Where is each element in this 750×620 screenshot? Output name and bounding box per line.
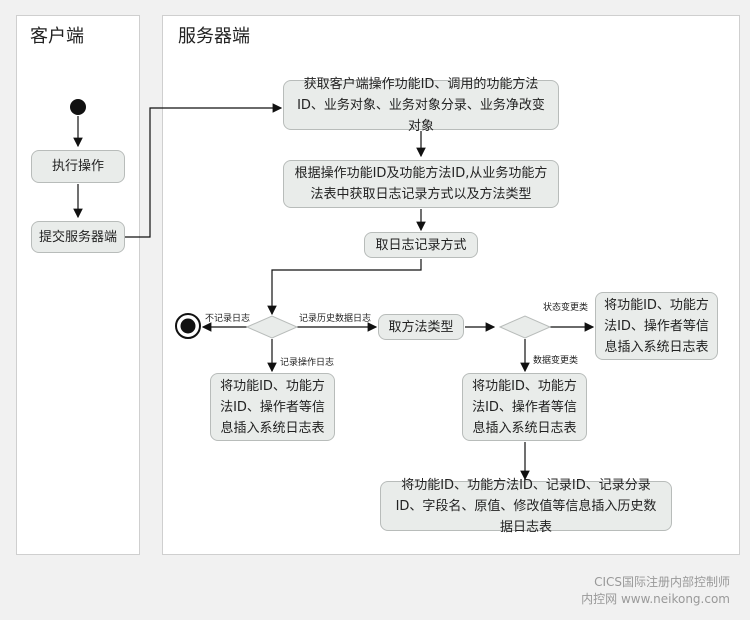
decision-method-type: [498, 315, 552, 339]
execute-node: 执行操作: [31, 150, 125, 183]
edge-label-data-change: 数据变更类: [533, 356, 579, 366]
edge-label-history-log: 记录历史数据日志: [299, 314, 372, 324]
start-node: [70, 99, 86, 115]
get-ids-node: 获取客户端操作功能ID、调用的功能方法ID、业务对象、业务对象分录、业务净改变对…: [283, 77, 559, 134]
server-lane-title: 服务器端: [178, 26, 250, 47]
get-log-mode-node: 根据操作功能ID及功能方法ID,从业务功能方法表中获取日志记录方式以及方法类型: [283, 160, 559, 208]
edge-label-no-log: 不记录日志: [205, 314, 251, 324]
watermark-line1: CICS国际注册内部控制师: [594, 575, 730, 589]
edge-label-op-log: 记录操作日志: [280, 358, 335, 368]
decision-log-mode: [245, 315, 299, 339]
client-lane-title: 客户端: [30, 26, 84, 47]
insert-sys-log-state-node: 将功能ID、功能方法ID、操作者等信息插入系统日志表: [595, 292, 718, 360]
take-log-mode-node: 取日志记录方式: [364, 232, 478, 258]
submit-node: 提交服务器端: [31, 221, 125, 253]
watermark-line2: 内控网 www.neikong.com: [581, 592, 730, 606]
take-method-type-node: 取方法类型: [378, 314, 464, 340]
watermark: CICS国际注册内部控制师 内控网 www.neikong.com: [581, 574, 730, 608]
insert-sys-log-data-node: 将功能ID、功能方法ID、操作者等信息插入系统日志表: [462, 373, 587, 441]
insert-sys-log-op-node: 将功能ID、功能方法ID、操作者等信息插入系统日志表: [210, 373, 335, 441]
edge-label-state-change: 状态变更类: [543, 303, 589, 313]
insert-history-node: 将功能ID、功能方法ID、记录ID、记录分录ID、字段名、原值、修改值等信息插入…: [380, 478, 672, 535]
